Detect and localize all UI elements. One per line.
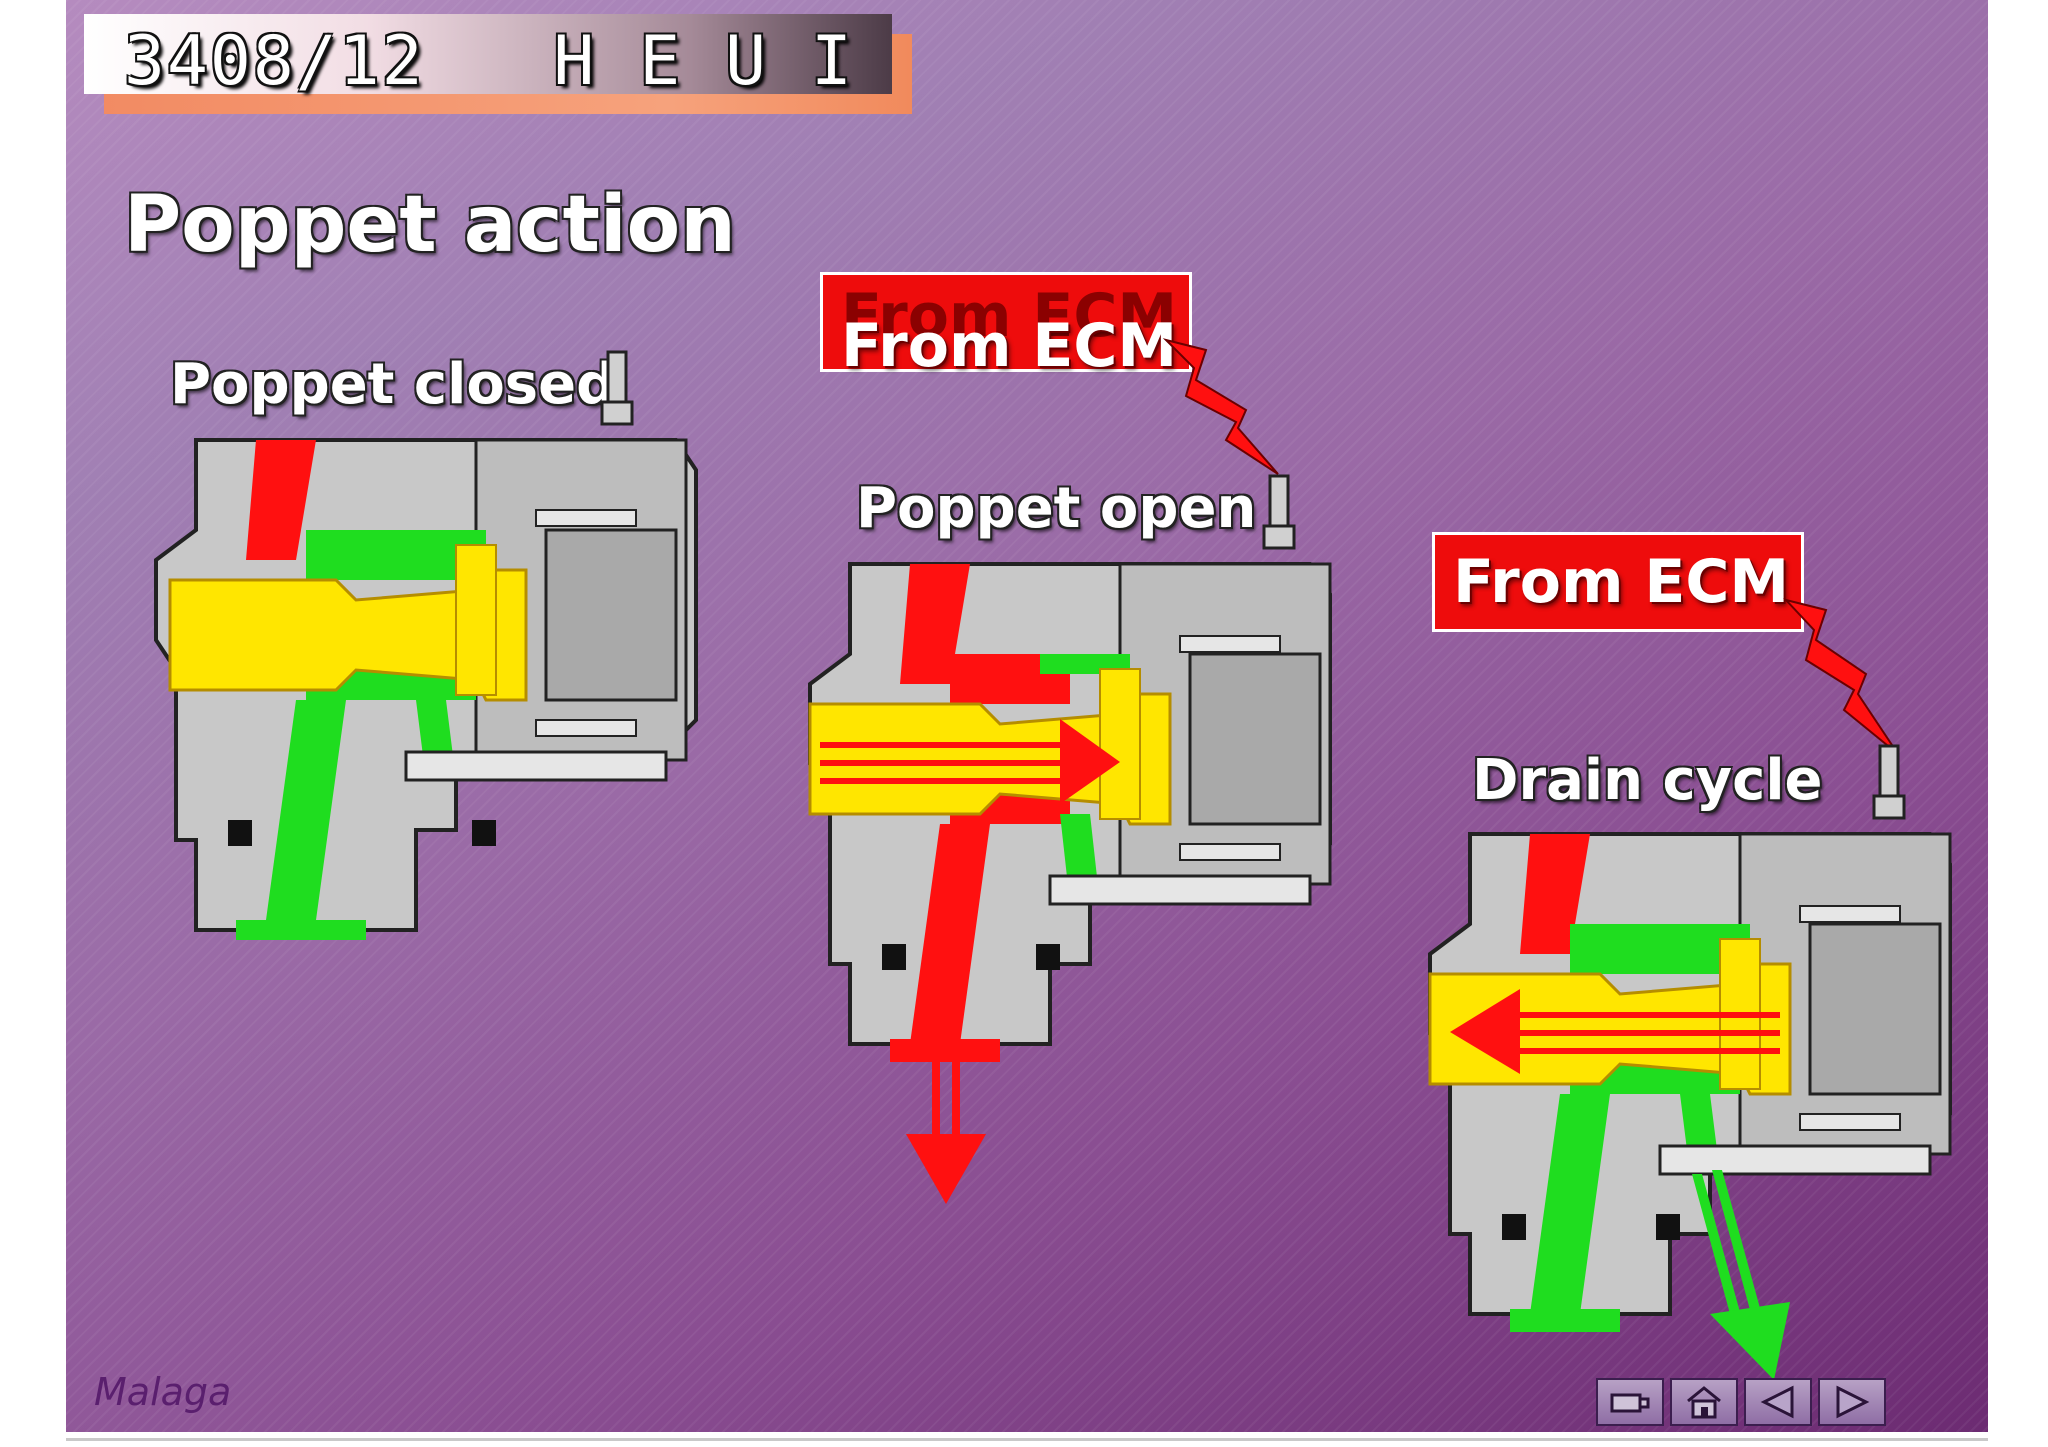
diagram-drain-cycle — [1428, 744, 1952, 1380]
title-banner: 3408/12 H E U I — [84, 14, 892, 101]
ecm-label-drain: From ECM — [1453, 547, 1790, 617]
title-code: 3408/12 — [124, 22, 425, 101]
next-button[interactable] — [1818, 1378, 1886, 1426]
ecm-label-open: From ECM — [841, 311, 1178, 381]
label-poppet-closed: Poppet closed — [170, 352, 617, 417]
ecm-signal-box-drain: From ECM — [1432, 532, 1804, 632]
label-drain-cycle: Drain cycle — [1472, 748, 1823, 813]
label-poppet-open: Poppet open — [856, 476, 1257, 541]
slide: 3408/12 H E U I Poppet action Poppet clo… — [66, 0, 1988, 1432]
home-icon — [1687, 1386, 1721, 1419]
title-name: H E U I — [553, 22, 854, 101]
diagram-poppet-closed — [154, 350, 698, 940]
title-text: 3408/12 H E U I — [124, 22, 854, 102]
previous-icon — [1760, 1385, 1794, 1419]
footer-location: Malaga — [94, 1370, 232, 1414]
camera-button[interactable] — [1596, 1378, 1664, 1426]
diagram-poppet-open — [808, 474, 1332, 1204]
page-heading: Poppet action — [124, 180, 736, 270]
bottom-divider — [66, 1438, 1988, 1441]
lightning-arrow-open — [1162, 338, 1279, 475]
previous-button[interactable] — [1744, 1378, 1812, 1426]
next-icon — [1836, 1385, 1870, 1419]
home-button[interactable] — [1670, 1378, 1738, 1426]
ecm-label-ghost: From ECM — [841, 281, 1178, 351]
camera-icon — [1610, 1393, 1650, 1413]
ecm-signal-box-open: From ECM From ECM — [820, 272, 1192, 381]
